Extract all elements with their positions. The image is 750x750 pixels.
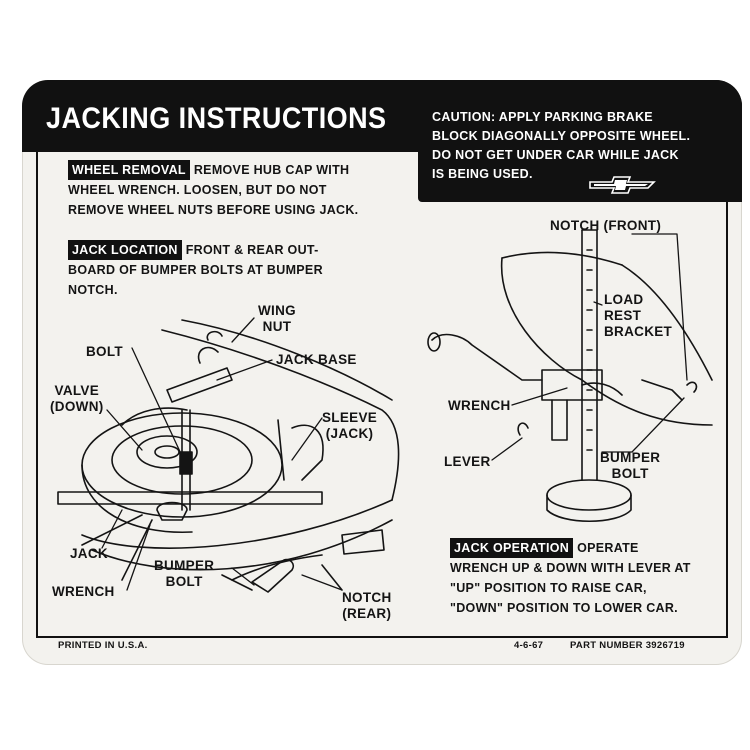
lever-label: LEVER xyxy=(444,454,491,469)
jack-operation-text: OPERATE WRENCH UP & DOWN WITH LEVER AT "… xyxy=(450,541,691,615)
jack-operation-tag: JACK OPERATION xyxy=(450,538,574,558)
jack-base-label: JACK BASE xyxy=(276,352,357,367)
notch-rear-label: NOTCH (REAR) xyxy=(342,590,392,621)
bumper-bolt-label-left: BUMPER BOLT xyxy=(154,558,215,589)
sleeve-jack-label: SLEEVE (JACK) xyxy=(322,410,378,441)
wheel-removal-tag: WHEEL REMOVAL xyxy=(68,160,190,180)
print-date: 4-6-67 xyxy=(514,640,544,651)
notch-front-label: NOTCH (FRONT) xyxy=(550,218,662,233)
jack-location-text: FRONT & REAR OUT-BOARD OF BUMPER BOLTS A… xyxy=(68,243,323,297)
jacking-illustration xyxy=(57,229,713,593)
bolt-label: BOLT xyxy=(86,344,123,359)
trunk-illustration xyxy=(57,319,400,593)
wrench-label-left: WRENCH xyxy=(52,584,115,599)
wheel-removal-text: REMOVE HUB CAP WITH WHEEL WRENCH. LOOSEN… xyxy=(68,163,359,217)
front-bumper-illustration xyxy=(427,229,713,523)
wing-nut-label: WING NUT xyxy=(258,303,296,334)
load-rest-bracket-label: LOAD REST BRACKET xyxy=(604,292,673,339)
page-title: JACKING INSTRUCTIONS xyxy=(46,102,387,135)
bumper-bolt-label-right: BUMPER BOLT xyxy=(600,450,661,481)
jacking-instructions-decal: JACKING INSTRUCTIONS CAUTION: APPLY PARK… xyxy=(22,80,742,665)
bowtie-logo-icon xyxy=(589,176,656,194)
wrench-label-right: WRENCH xyxy=(448,398,511,413)
jack-location-tag: JACK LOCATION xyxy=(68,240,182,260)
caution-text: CAUTION: APPLY PARKING BRAKE BLOCK DIAGO… xyxy=(432,110,691,181)
printed-in-usa: PRINTED IN U.S.A. xyxy=(58,640,148,651)
leader-lines xyxy=(101,233,688,591)
valve-down-label: VALVE (DOWN) xyxy=(50,383,104,414)
jack-label: JACK xyxy=(70,546,108,561)
part-number: PART NUMBER 3926719 xyxy=(570,640,685,651)
content-frame xyxy=(36,150,728,638)
caution-box: CAUTION: APPLY PARKING BRAKE BLOCK DIAGO… xyxy=(418,80,742,202)
